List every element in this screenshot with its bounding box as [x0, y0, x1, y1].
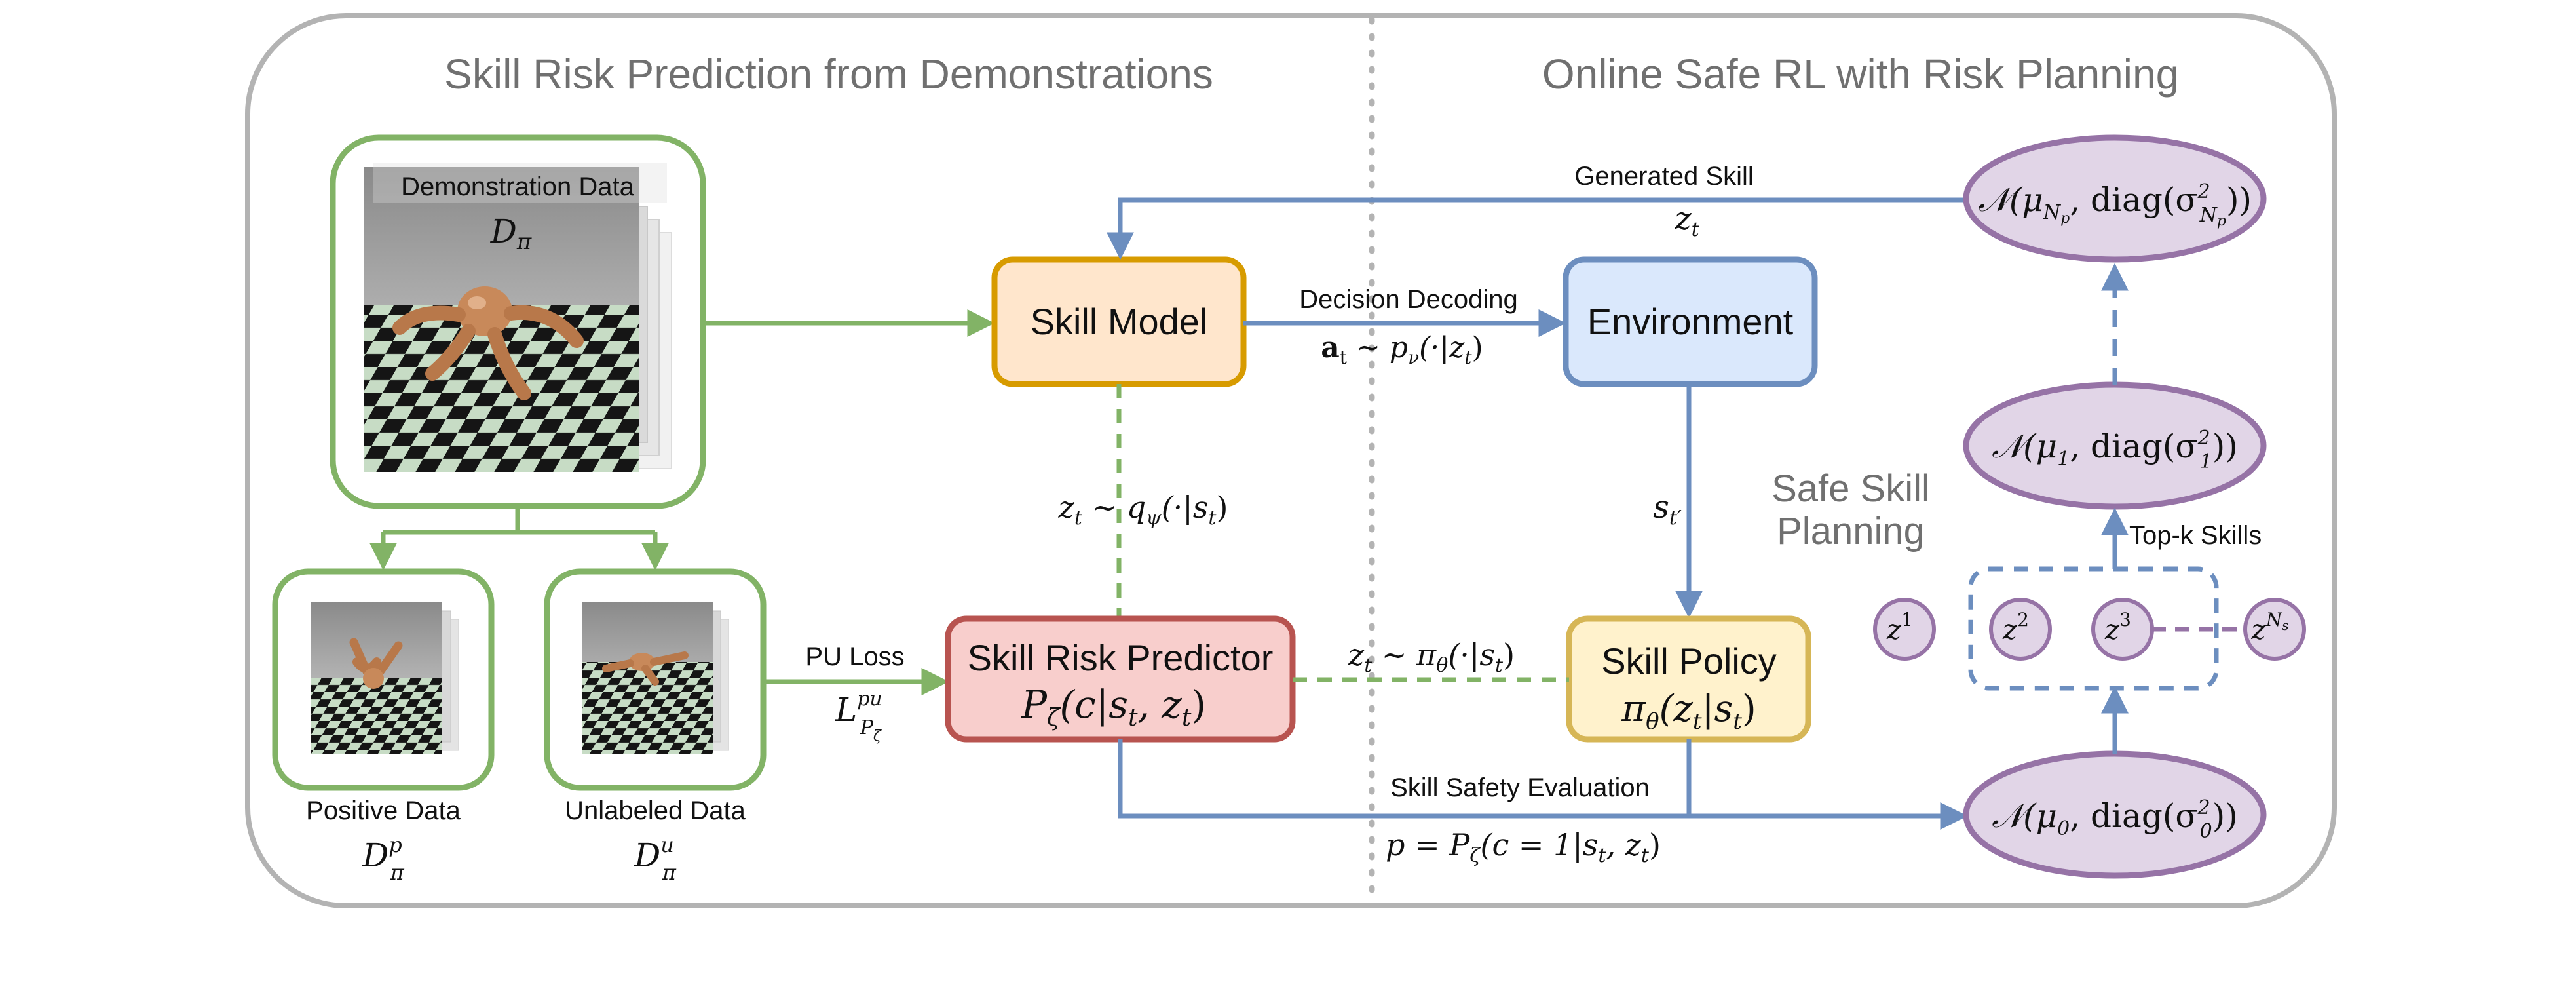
policy-sample-formula: zt ∼ πθ(·|st): [1348, 637, 1515, 677]
environment-label: Environment: [1587, 301, 1794, 342]
skill-risk-predictor-formula: Pζ(c|st, zt): [1021, 682, 1206, 731]
unlabeled-data-label: Unlabeled Data: [565, 796, 746, 825]
safe-skill-planning-line2: Planning: [1777, 510, 1925, 553]
sample-label-n: zNs: [2251, 609, 2289, 646]
decision-decoding-label: Decision Decoding: [1299, 285, 1518, 314]
generated-skill-label: Generated Skill: [1574, 162, 1753, 191]
demonstration-data-group: Demonstration Data Dπ: [330, 134, 706, 509]
positive-image-stack: [311, 602, 459, 754]
right-section-title: Online Safe RL with Risk Planning: [1542, 50, 2179, 98]
posterior-formula: zt ∼ qψ(·|st): [1058, 490, 1228, 530]
skill-risk-predictor-label: Skill Risk Predictor: [968, 637, 1274, 678]
skill-model-label: Skill Model: [1031, 301, 1208, 342]
demonstration-data-label: Demonstration Data: [401, 172, 634, 201]
positive-data-label: Positive Data: [306, 796, 461, 825]
sample-circle-1: [1873, 598, 1936, 661]
next-state-symbol: st′: [1653, 489, 1682, 530]
sample-label-1: z1: [1886, 609, 1913, 646]
top-k-selection-box: [1968, 566, 2219, 691]
ant-robot-icon: [392, 286, 584, 400]
unlabeled-image-stack: [582, 602, 729, 754]
sample-circle-2: [1989, 598, 2052, 661]
safe-skill-planning-line1: Safe Skill: [1771, 467, 1930, 510]
safety-probability-formula: p = Pζ(c = 1|st, zt): [1386, 827, 1661, 867]
sample-label-2: z2: [2002, 609, 2029, 646]
decision-decoding-formula: at ∼ pν(·|zt): [1321, 331, 1483, 368]
skill-policy-formula: πθ(zt|st): [1621, 688, 1756, 735]
unlabeled-data-group: [544, 568, 767, 791]
positive-data-group: [272, 568, 495, 791]
demonstration-data-symbol: Dπ: [490, 212, 532, 255]
gaussian-top-ellipse: [1963, 134, 2267, 263]
top-k-skills-label: Top-k Skills: [2129, 521, 2262, 550]
fallen-ant-icon: [349, 638, 403, 689]
arrow-generated-skill: [1107, 197, 1964, 260]
skill-safety-evaluation-label: Skill Safety Evaluation: [1390, 773, 1650, 802]
skill-policy-label: Skill Policy: [1601, 640, 1777, 682]
generated-skill-symbol: zt: [1674, 201, 1699, 241]
skill-samples: z1 z2 z3 zNs: [1873, 598, 2306, 661]
arrow-safety-evaluation: [1118, 739, 1968, 830]
sample-label-3: z3: [2104, 609, 2131, 646]
sample-circle-n: [2243, 598, 2306, 661]
outer-frame: [245, 13, 2337, 908]
demonstration-image-stack: [364, 167, 672, 472]
left-section-title: Skill Risk Prediction from Demonstration…: [444, 50, 1213, 98]
sample-circle-3: [2091, 598, 2154, 661]
walking-ant-icon: [602, 651, 689, 686]
pu-loss-label: PU Loss: [805, 642, 904, 671]
